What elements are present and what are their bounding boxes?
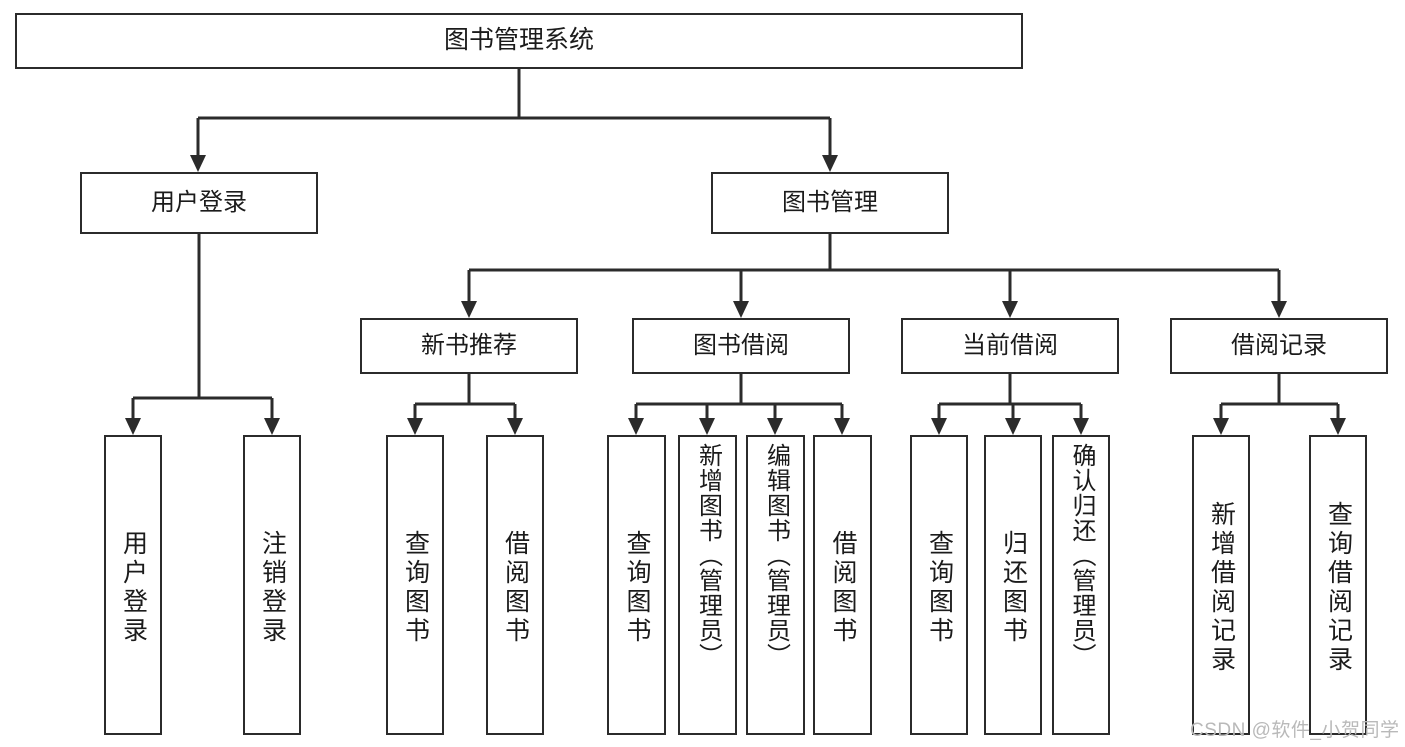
node-leaf-return-book-label: 归还图书	[999, 530, 1028, 646]
node-leaf-query-book-1[interactable]: 查询图书	[386, 435, 444, 735]
node-book-borrow-label: 图书借阅	[693, 331, 789, 359]
node-leaf-add-book[interactable]: 新增图书（管理员）	[678, 435, 737, 735]
node-leaf-confirm-return[interactable]: 确认归还（管理员）	[1052, 435, 1110, 735]
node-leaf-add-record[interactable]: 新增借阅记录	[1192, 435, 1250, 735]
node-leaf-user-login[interactable]: 用户登录	[104, 435, 162, 735]
node-root-label: 图书管理系统	[443, 26, 594, 55]
node-book-borrow[interactable]: 图书借阅	[632, 318, 850, 374]
node-book-manage-label: 图书管理	[782, 188, 878, 216]
node-leaf-confirm-return-label: 确认归还（管理员）	[1068, 443, 1095, 668]
node-leaf-query-book-1-label: 查询图书	[401, 530, 430, 646]
node-new-book-recommend-label: 新书推荐	[421, 331, 517, 359]
node-leaf-borrow-book-2-label: 借阅图书	[829, 530, 857, 646]
watermark: CSDN @软件_小贺同学	[1190, 720, 1400, 741]
node-leaf-edit-book-label: 编辑图书（管理员）	[762, 443, 790, 668]
node-current-borrow[interactable]: 当前借阅	[901, 318, 1119, 374]
node-leaf-query-book-2[interactable]: 查询图书	[607, 435, 666, 735]
node-new-book-recommend[interactable]: 新书推荐	[360, 318, 578, 374]
node-leaf-query-book-3-label: 查询图书	[925, 530, 954, 646]
node-leaf-add-book-label: 新增图书（管理员）	[694, 443, 722, 668]
node-leaf-edit-book[interactable]: 编辑图书（管理员）	[746, 435, 805, 735]
node-borrow-record-label: 借阅记录	[1231, 331, 1327, 359]
node-leaf-user-logout-label: 注销登录	[258, 530, 287, 646]
node-user-login-label: 用户登录	[151, 188, 247, 216]
node-leaf-query-book-2-label: 查询图书	[623, 530, 651, 646]
node-root[interactable]: 图书管理系统	[15, 13, 1023, 69]
node-leaf-add-record-label: 新增借阅记录	[1207, 501, 1236, 675]
node-leaf-borrow-book-1[interactable]: 借阅图书	[486, 435, 544, 735]
node-leaf-borrow-book-1-label: 借阅图书	[501, 530, 530, 646]
node-borrow-record[interactable]: 借阅记录	[1170, 318, 1388, 374]
node-leaf-query-record[interactable]: 查询借阅记录	[1309, 435, 1367, 735]
node-leaf-user-login-label: 用户登录	[119, 530, 148, 646]
node-book-manage[interactable]: 图书管理	[711, 172, 949, 234]
node-current-borrow-label: 当前借阅	[962, 331, 1058, 359]
node-user-login[interactable]: 用户登录	[80, 172, 318, 234]
node-leaf-query-record-label: 查询借阅记录	[1324, 501, 1353, 675]
node-leaf-borrow-book-2[interactable]: 借阅图书	[813, 435, 872, 735]
node-leaf-return-book[interactable]: 归还图书	[984, 435, 1042, 735]
node-leaf-query-book-3[interactable]: 查询图书	[910, 435, 968, 735]
node-leaf-user-logout[interactable]: 注销登录	[243, 435, 301, 735]
